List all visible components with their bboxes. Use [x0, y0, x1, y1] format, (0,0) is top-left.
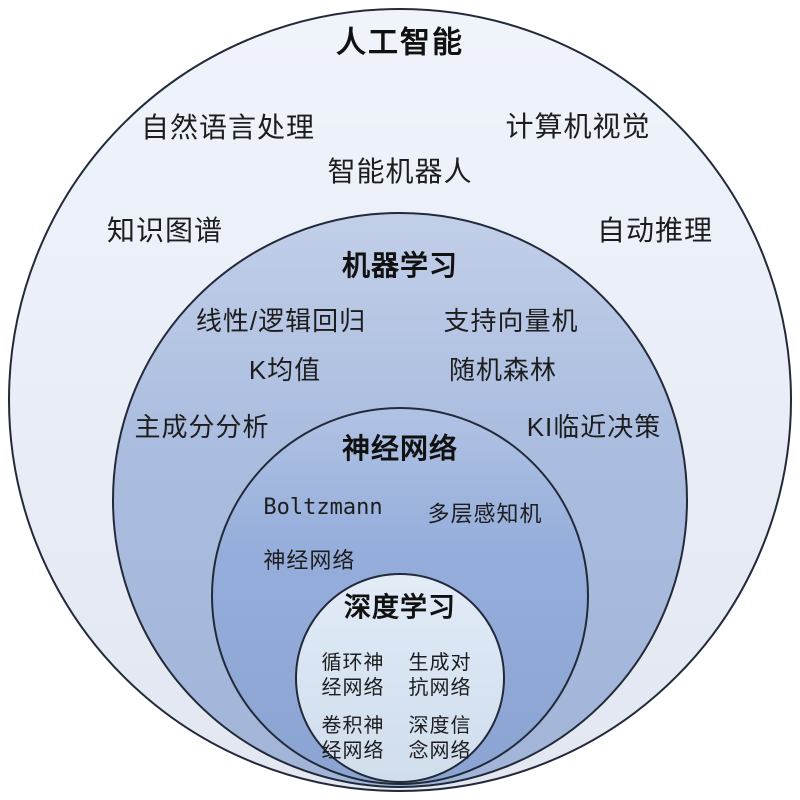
label-boltzmann-line2: 神经网络: [263, 548, 356, 574]
label-recurrent-neural-network: 循环神 经网络: [321, 652, 385, 699]
label-boltzmann-neural-network: Boltzmann 神经网络: [263, 467, 382, 575]
label-natural-language-processing: 自然语言处理: [140, 111, 316, 143]
label-automated-reasoning: 自动推理: [596, 214, 714, 246]
label-generative-adversarial-network: 生成对 抗网络: [408, 652, 472, 699]
label-multilayer-perceptron: 多层感知机: [427, 501, 543, 527]
label-random-forest: 随机森林: [448, 355, 558, 386]
label-computer-vision: 计算机视觉: [505, 110, 651, 142]
title-machine-learning: 机器学习: [341, 249, 459, 281]
label-deep-belief-network: 深度信 念网络: [408, 715, 472, 762]
label-linear-logistic-regression: 线性/逻辑回归: [195, 306, 367, 337]
label-k-nearest-decision: KI临近决策: [526, 412, 662, 443]
label-support-vector-machine: 支持向量机: [443, 306, 579, 337]
title-neural-network: 神经网络: [341, 432, 459, 464]
label-principal-component-analysis: 主成分分析: [134, 412, 270, 443]
title-deep-learning: 深度学习: [344, 592, 456, 623]
title-artificial-intelligence: 人工智能: [336, 26, 464, 60]
circle-deep-learning: [295, 573, 505, 783]
label-intelligent-robot: 智能机器人: [327, 155, 473, 187]
label-k-means: K均值: [248, 355, 322, 386]
label-knowledge-graph: 知识图谱: [106, 214, 224, 246]
label-boltzmann-line1: Boltzmann: [263, 494, 383, 520]
label-convolutional-neural-network: 卷积神 经网络: [321, 715, 385, 762]
